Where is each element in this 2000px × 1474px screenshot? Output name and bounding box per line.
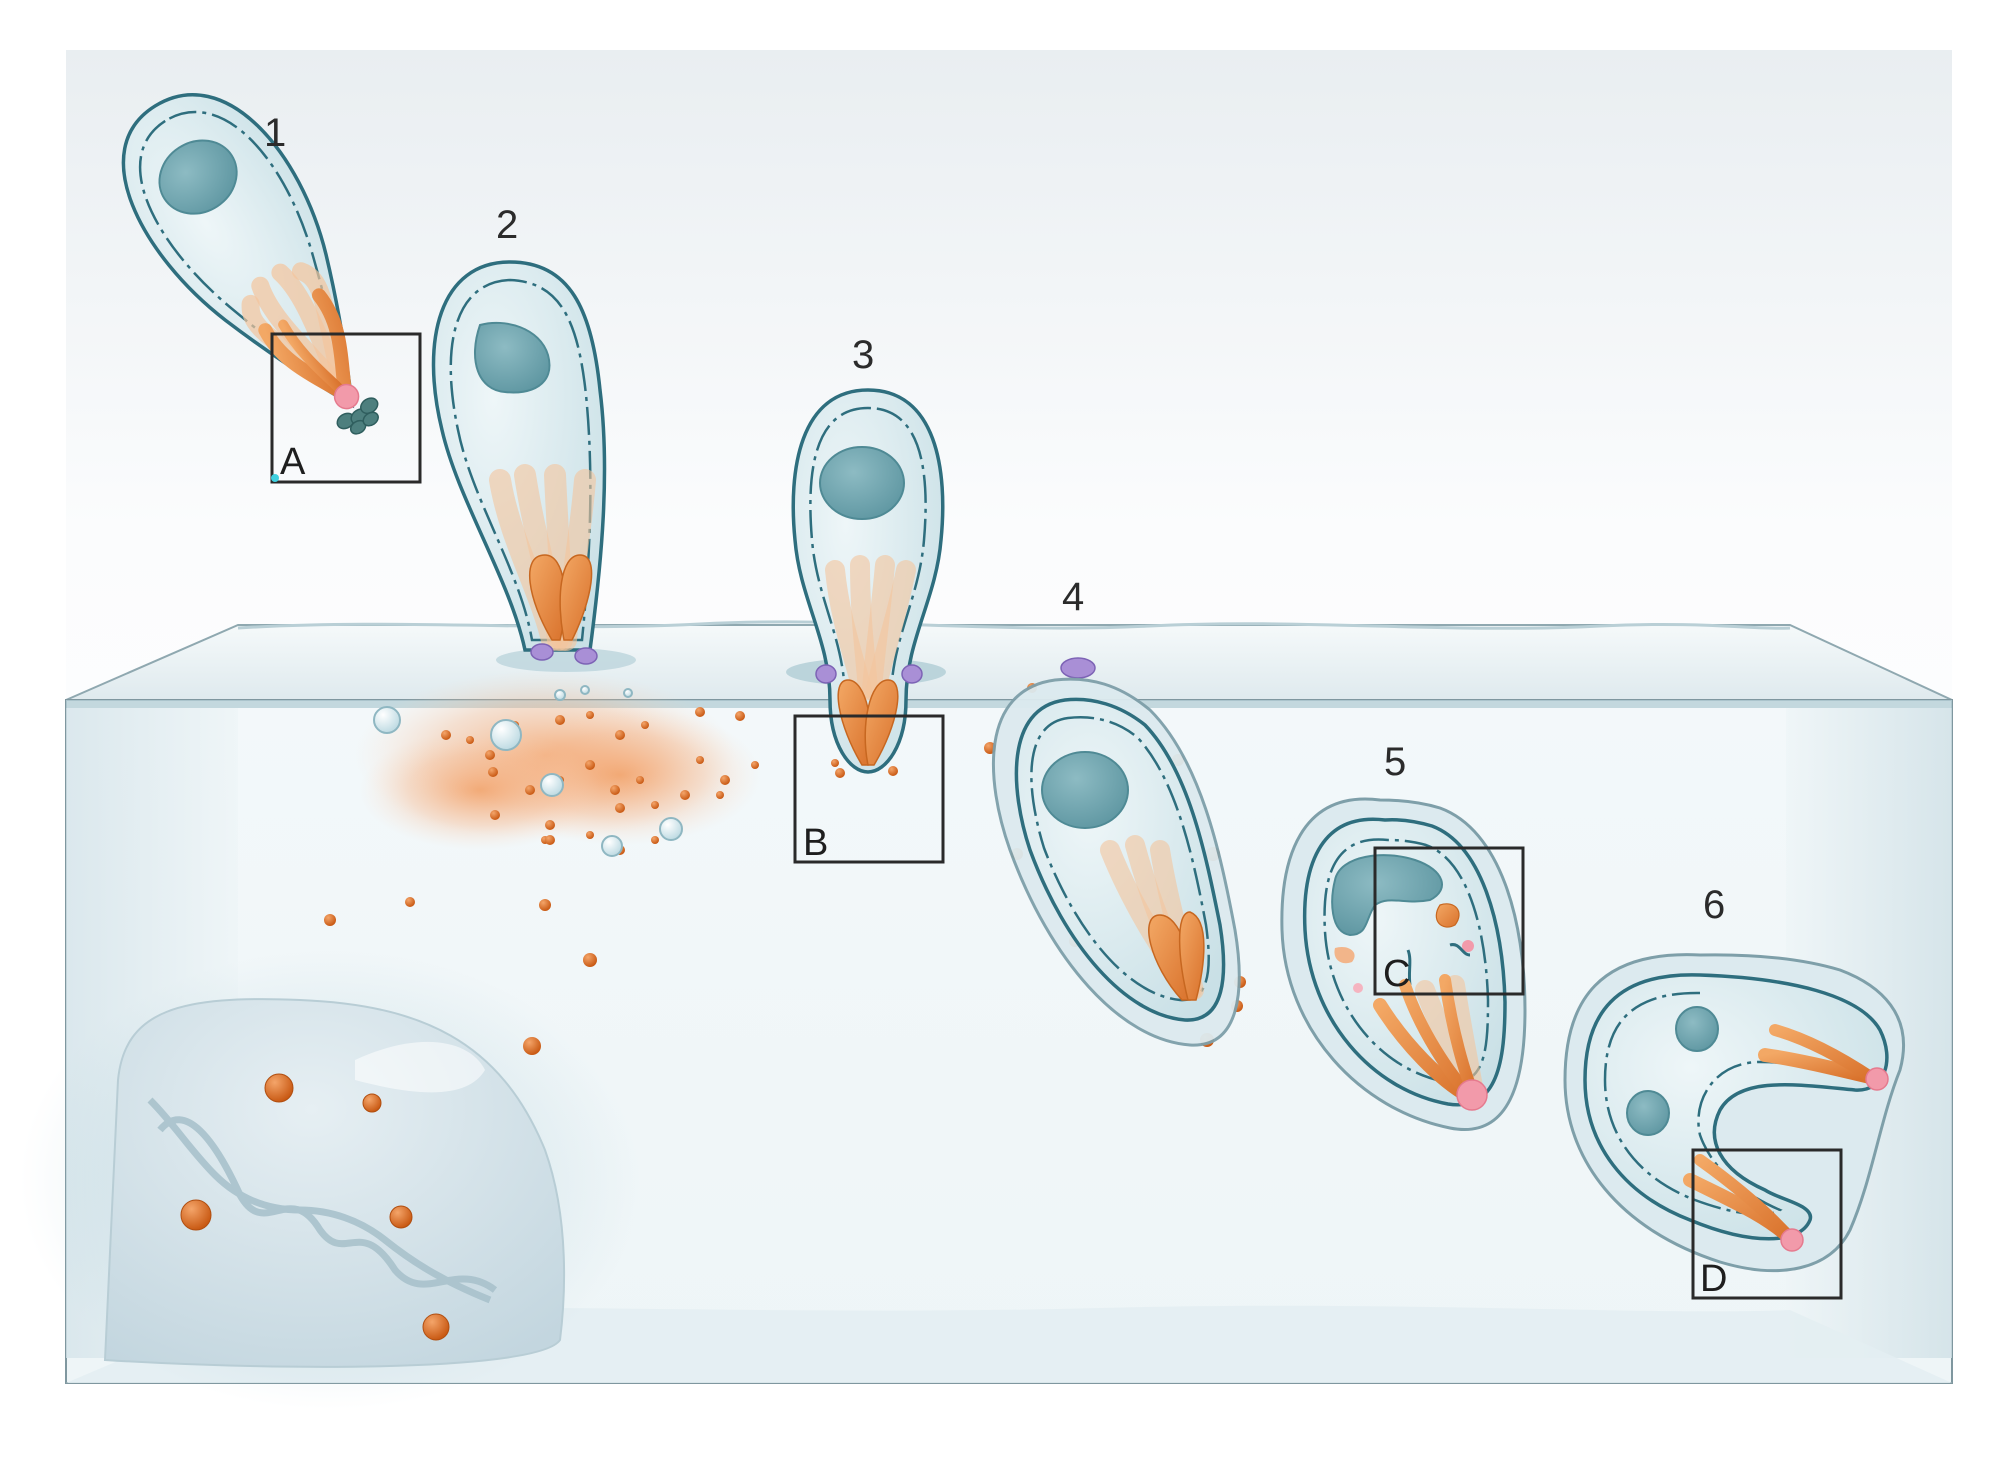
rhoptries (1100, 835, 1205, 1001)
secreted-particle (615, 730, 625, 740)
apical-tip (333, 383, 360, 410)
nuclear-particle (180, 1199, 212, 1231)
stage-label-4: 4 (1062, 575, 1084, 619)
nuclear-particle (264, 1073, 294, 1103)
vesicle-bubble (554, 689, 566, 701)
stage-label-1: 1 (264, 111, 286, 155)
secreted-particle (735, 711, 745, 721)
parasite-stage-1 (121, 93, 379, 435)
stage-label-2: 2 (496, 203, 518, 247)
detail-box-labels: A B C D (280, 441, 1727, 1300)
parasite-stage-5 (1280, 797, 1527, 1131)
membrane-bubbles (373, 685, 683, 857)
secreted-particle (651, 801, 659, 809)
secreted-particle (441, 730, 451, 740)
secreted-particle (636, 776, 644, 784)
rhoptry-fragments (1334, 903, 1474, 993)
secreted-particle (405, 897, 415, 907)
detail-box-b (793, 714, 945, 864)
detail-boxes (270, 332, 1843, 1300)
secreted-particle (539, 899, 551, 911)
secreted-particle (488, 767, 498, 777)
vesicle-bubble (373, 706, 401, 734)
moving-junction (815, 664, 923, 684)
rhoptries (489, 464, 596, 651)
stage-label-5: 5 (1384, 740, 1406, 784)
stage-label-3: 3 (852, 333, 874, 377)
secreted-particle (525, 785, 535, 795)
parasite-stage-3 (786, 388, 946, 774)
parasite-stage-6 (1563, 953, 1906, 1273)
secreted-particle (583, 953, 597, 967)
parasite-nucleus (1331, 854, 1443, 937)
parasite-nucleus (1675, 1006, 1719, 1052)
host-nucleus (20, 950, 640, 1410)
nuclear-particle (422, 1313, 450, 1341)
secreted-particle (610, 785, 620, 795)
vesicle-bubble (580, 685, 590, 695)
detail-label-c: C (1383, 953, 1410, 995)
junction-scar (1060, 657, 1096, 679)
secreted-particle (641, 721, 649, 729)
detail-label-b: B (803, 822, 828, 864)
apical-complex (336, 397, 379, 435)
detail-box-a (270, 332, 422, 484)
secreted-particle (545, 820, 555, 830)
rhoptries (1683, 1024, 1878, 1245)
rhoptries (241, 262, 353, 402)
detail-box-d (1691, 1148, 1843, 1300)
secreted-particle (651, 836, 659, 844)
secreted-particle (720, 775, 730, 785)
vesicle-bubble (659, 817, 683, 841)
secreted-particle (466, 736, 474, 744)
secreted-particle (695, 707, 705, 717)
secreted-particle (585, 760, 595, 770)
secreted-particle (835, 768, 845, 778)
secreted-particle (586, 711, 594, 719)
vesicle-bubble (490, 719, 522, 751)
dna-helix (147, 1097, 498, 1304)
parasite-nucleus (474, 321, 551, 394)
parasite-nucleus (1041, 751, 1129, 829)
detail-label-a: A (280, 441, 306, 483)
secreted-particle (555, 715, 565, 725)
parasite-stage-2 (431, 260, 636, 672)
stage-labels: 1 2 3 4 5 6 (264, 111, 1725, 927)
detail-box-a-corner-marker (271, 474, 279, 482)
stage-label-6: 6 (1703, 883, 1725, 927)
secreted-particle (545, 835, 555, 845)
parasite-nucleus (1626, 1090, 1670, 1136)
rhoptries (825, 555, 916, 766)
moving-junction (530, 643, 598, 665)
parasite-nucleus (819, 446, 905, 520)
secreted-particle (586, 831, 594, 839)
parasite-nucleus (158, 139, 238, 215)
secreted-particle (490, 810, 500, 820)
apical-tip (1780, 1228, 1804, 1252)
detail-label-d: D (1700, 1258, 1727, 1300)
secreted-particle (696, 756, 704, 764)
secreted-particle (523, 1037, 541, 1055)
vesicle-bubble (601, 835, 623, 857)
secreted-particle (680, 790, 690, 800)
vesicle-bubble (623, 688, 633, 698)
secreted-particle (751, 761, 759, 769)
nuclear-particle (389, 1205, 413, 1229)
secreted-particle (324, 914, 336, 926)
host-cell-top-surface (65, 624, 1953, 701)
secreted-particle (615, 803, 625, 813)
secreted-particle (716, 791, 724, 799)
detail-box-c (1373, 846, 1525, 996)
apical-tip (1865, 1067, 1889, 1091)
secretion-cloud (355, 670, 760, 850)
vesicle-bubble (540, 773, 564, 797)
apical-tip (1456, 1079, 1488, 1111)
secreted-particle (888, 766, 898, 776)
secreted-particle (831, 759, 839, 767)
secreted-particle (485, 750, 495, 760)
parasite-stage-4 (991, 657, 1241, 1047)
nuclear-particle (362, 1093, 382, 1113)
